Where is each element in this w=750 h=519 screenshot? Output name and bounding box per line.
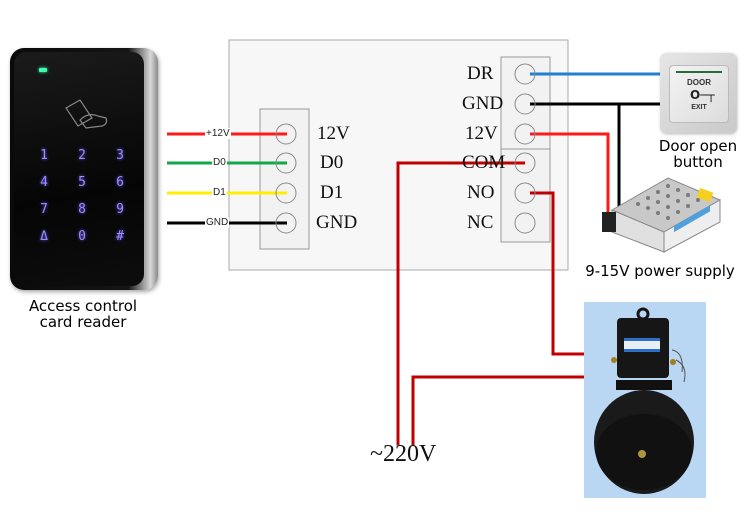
electric-bell (584, 302, 706, 498)
wire-12v-psu (530, 132, 610, 226)
psu-vents (636, 184, 700, 220)
wire-label-d1: D1 (212, 187, 227, 198)
key-4[interactable]: 4 (40, 175, 48, 190)
left-terminal-block (259, 108, 310, 250)
wire-mains-bell (411, 375, 633, 445)
door-button-text-top: DOOR (687, 78, 711, 87)
door-button-label-line1: Door open (658, 137, 738, 155)
key-7[interactable]: 7 (40, 202, 48, 217)
door-button-bar (676, 71, 722, 73)
door-button-text-bottom: EXIT (691, 104, 707, 111)
terminal-label-gnd-right: GND (462, 93, 504, 114)
card-reader-label-line2: card reader (39, 313, 127, 331)
door-button-label: Door open button (652, 138, 744, 170)
key-9[interactable]: 9 (116, 202, 124, 217)
power-supply-label: 9-15V power supply (585, 262, 735, 280)
terminal-d0 (275, 152, 297, 174)
key-2[interactable]: 2 (78, 148, 86, 163)
terminal-label-12v-right: 12V (465, 123, 498, 144)
key-1[interactable]: 1 (40, 148, 48, 163)
terminal-label-no: NO (467, 182, 495, 203)
door-button-face: DOOR O─┬ EXIT (669, 65, 729, 123)
terminal-gnd-right (514, 93, 536, 115)
hand-card-icon (65, 99, 108, 129)
terminal-label-nc: NC (467, 212, 494, 233)
mains-220v-label: ~220V (370, 441, 437, 467)
terminal-com (514, 152, 536, 174)
status-led (39, 68, 47, 72)
key-3[interactable]: 3 (116, 148, 124, 163)
key-bell[interactable]: Δ (40, 229, 48, 244)
terminal-nc (514, 212, 536, 234)
wire-no (530, 191, 610, 356)
key-hash[interactable]: # (116, 229, 124, 244)
terminal-label-12v: 12V (317, 123, 350, 144)
terminal-dr (514, 63, 536, 85)
psu-terminals (602, 212, 616, 232)
terminal-d1 (275, 182, 297, 204)
card-reader: 1 2 3 4 5 6 7 8 9 Δ 0 # (10, 48, 158, 290)
terminal-label-d1: D1 (320, 182, 344, 203)
key-6[interactable]: 6 (116, 175, 124, 190)
terminal-no (514, 182, 536, 204)
psu-label (674, 205, 710, 233)
wire-label-12v: +12V (205, 128, 231, 139)
terminal-label-d0: D0 (320, 152, 344, 173)
key-5[interactable]: 5 (78, 175, 86, 190)
door-open-button[interactable]: DOOR O─┬ EXIT (660, 53, 736, 133)
card-reader-label-line1: Access control (28, 297, 138, 315)
wire-com (396, 161, 525, 445)
power-supply (602, 177, 722, 253)
keypad: 1 2 3 4 5 6 7 8 9 Δ 0 # (34, 148, 134, 244)
reader-face (14, 52, 144, 286)
wire-label-d0: D0 (212, 157, 227, 168)
wire-label-gnd: GND (205, 217, 230, 228)
psu-sticker (696, 187, 714, 203)
key-8[interactable]: 8 (78, 202, 86, 217)
key-0[interactable]: 0 (78, 229, 86, 244)
door-button-label-line2: button (673, 153, 723, 171)
terminal-12v (275, 123, 297, 145)
card-reader-label: Access control card reader (8, 298, 158, 330)
terminal-12v-right (514, 123, 536, 145)
terminal-label-dr: DR (467, 63, 494, 84)
terminal-label-gnd: GND (316, 212, 358, 233)
key-icon: O─┬ (690, 88, 715, 102)
terminal-label-com: COM (462, 152, 506, 173)
electric-bell-icon (594, 307, 694, 494)
terminal-gnd (275, 212, 297, 234)
